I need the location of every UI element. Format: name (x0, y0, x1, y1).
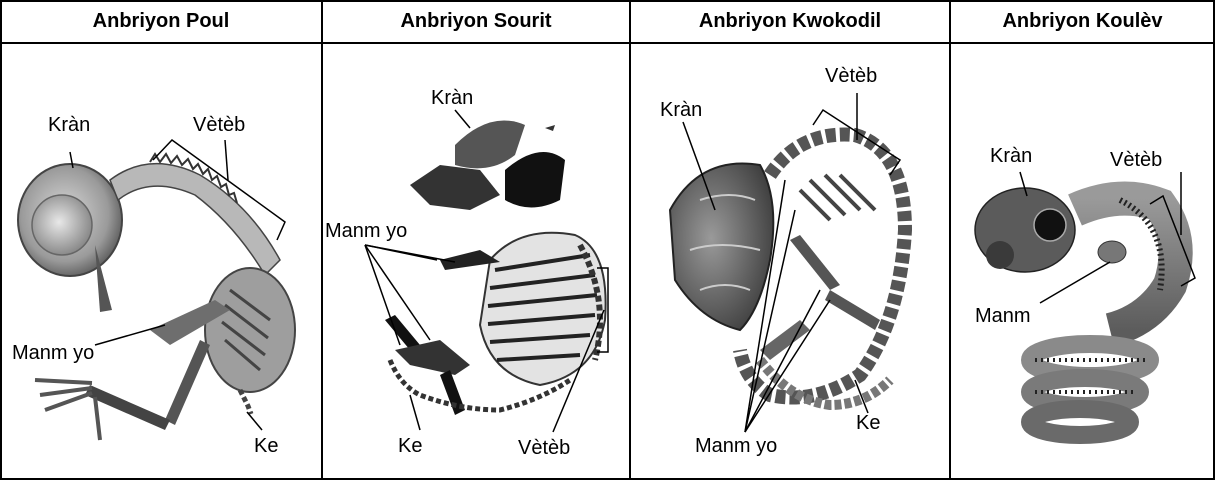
snake-skull-label: Kràn (990, 146, 1032, 166)
snake-vertebrae-label: Vètèb (1110, 150, 1162, 170)
snake-coil-3 (1030, 409, 1130, 435)
snake-head-lobe (986, 241, 1014, 269)
snake-eye-shape (1034, 209, 1066, 241)
snake-limb-leader (1040, 262, 1110, 303)
snake-limb-label: Manm (975, 306, 1031, 326)
snake-limb-bud (1098, 241, 1126, 263)
